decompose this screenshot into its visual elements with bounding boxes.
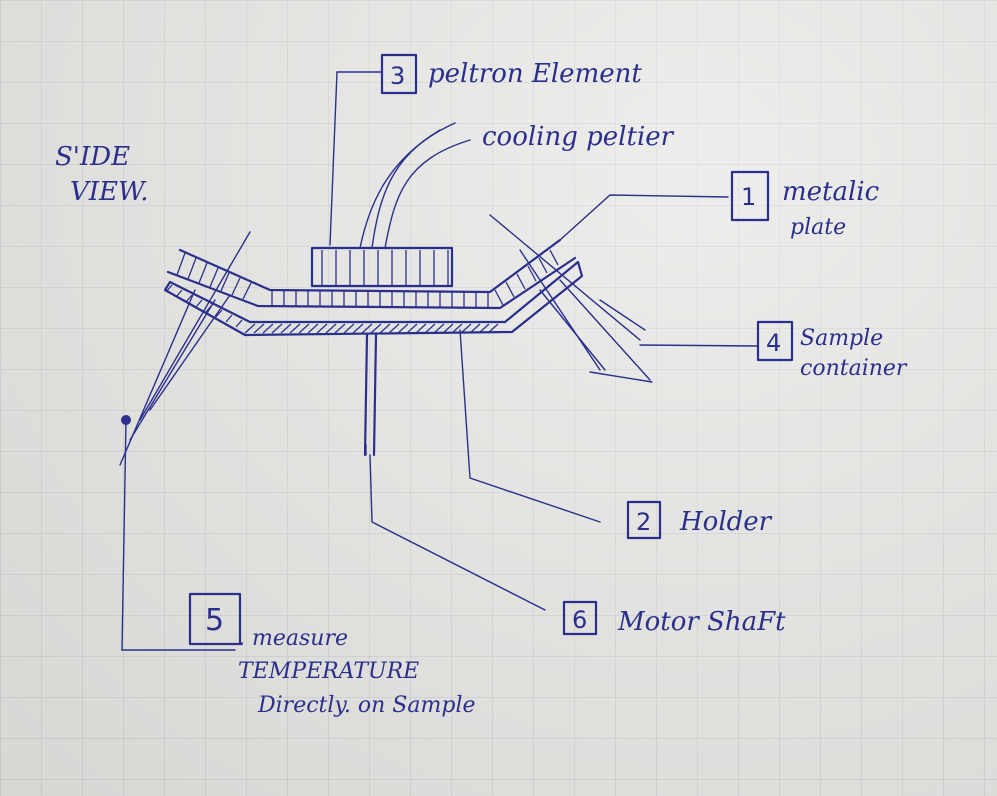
part-4-callout: 4 Sample container xyxy=(758,322,908,381)
side-view-label-line2: VIEW. xyxy=(70,177,148,207)
leader-lines xyxy=(122,72,758,650)
part-2-callout: 2 Holder xyxy=(628,502,773,538)
holder-hatch-line xyxy=(335,324,345,333)
holder-hatch-line xyxy=(407,324,417,333)
part-3-number: 3 xyxy=(390,62,405,90)
part-3-callout: 3 peltron Element xyxy=(382,55,642,93)
part-1-callout: 1 metalic plate xyxy=(732,172,880,240)
holder-hatch-line xyxy=(290,324,300,333)
part-5-number: 5 xyxy=(205,603,224,638)
metallic-plate xyxy=(168,240,575,308)
plate-hatch-line xyxy=(199,263,207,283)
holder-hatch-line xyxy=(425,324,435,333)
holder-hatch-line xyxy=(434,324,444,333)
plate-hatch-line xyxy=(243,283,251,299)
part-4-number: 4 xyxy=(766,329,781,357)
part-3-label: peltron Element xyxy=(428,59,642,89)
plate-hatch-line xyxy=(539,258,547,273)
plate-hatch-line xyxy=(188,258,196,279)
holder-hatch-line xyxy=(380,324,390,333)
holder-hatch-line xyxy=(308,324,318,333)
holder-hatch-line xyxy=(362,324,372,333)
holder-hatch-line xyxy=(371,324,381,333)
motor-shaft xyxy=(365,335,376,455)
holder-hatch-line xyxy=(398,324,408,333)
plate-hatch-line xyxy=(517,274,525,289)
holder-hatch-line xyxy=(344,324,354,333)
part-5-label-line3: Directly. on Sample xyxy=(257,693,476,718)
holder-hatch-line xyxy=(254,324,264,333)
holder-hatch-line xyxy=(389,324,399,333)
sample-container-left xyxy=(120,232,250,465)
part-6-callout: 6 Motor ShaFt xyxy=(564,602,786,637)
holder-hatch-line xyxy=(353,324,363,333)
plate-hatch-line xyxy=(506,282,514,297)
plate-hatch-line xyxy=(210,268,218,287)
part-2-number: 2 xyxy=(636,508,651,536)
side-view-label-line1: S'IDE xyxy=(55,142,130,172)
part-4-label-line2: container xyxy=(800,356,908,381)
plate-hatch-line xyxy=(495,290,503,305)
holder-hatch-line xyxy=(272,324,282,333)
part-1-label-line1: metalic xyxy=(782,177,880,207)
peltier-element xyxy=(312,248,452,286)
holder-hatch-line xyxy=(299,324,309,333)
part-4-label-line1: Sample xyxy=(800,326,883,351)
part-1-label-line2: plate xyxy=(790,215,846,240)
part-5-label-line2: TEMPERATURE xyxy=(238,659,419,684)
holder-hatch-line xyxy=(236,320,242,327)
plate-hatch-line xyxy=(550,250,558,265)
plate-hatch-line xyxy=(232,278,240,295)
part-2-label: Holder xyxy=(679,507,773,537)
holder-hatch-line xyxy=(281,324,291,333)
holder-hatch-line xyxy=(317,324,327,333)
part-5-label-line1: . measure xyxy=(238,626,348,651)
holder-hatch-line xyxy=(326,324,336,333)
part-1-number: 1 xyxy=(741,183,756,211)
part-5-callout: 5 . measure TEMPERATURE Directly. on Sam… xyxy=(190,594,476,718)
plate-hatch-line xyxy=(177,253,185,275)
holder-hatch-line xyxy=(263,324,273,333)
part-6-label: Motor ShaFt xyxy=(617,607,786,637)
cooling-peltier-label: cooling peltier xyxy=(482,122,675,152)
holder-hatch-line xyxy=(176,290,182,297)
holder-hatch-line xyxy=(196,300,202,307)
holder-hatch-line xyxy=(245,324,255,333)
holder-hatch-line xyxy=(416,324,426,333)
cooling-wires xyxy=(360,123,470,248)
part-6-number: 6 xyxy=(572,606,587,634)
holder-hatch-line xyxy=(226,315,232,322)
